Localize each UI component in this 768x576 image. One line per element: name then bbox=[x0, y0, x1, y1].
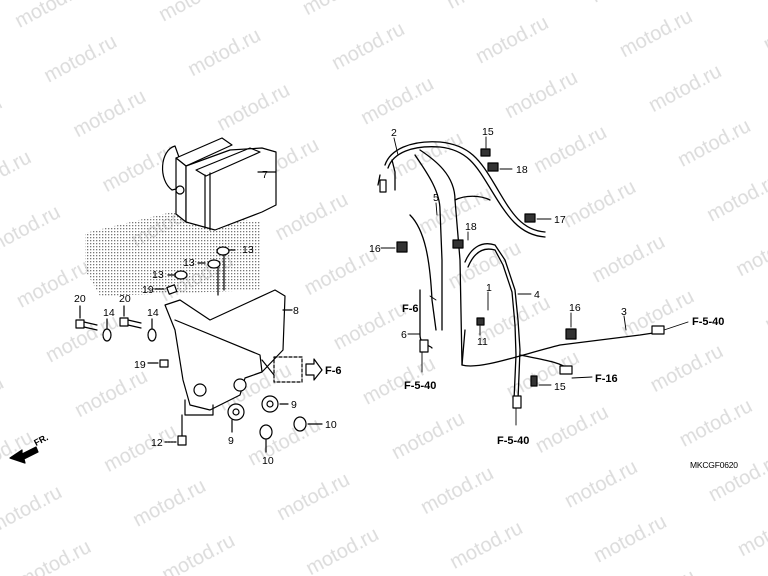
rubber-bushing-part-9[interactable] bbox=[227, 395, 289, 433]
callout-4[interactable]: 4 bbox=[534, 289, 540, 301]
callout-9[interactable]: 9 bbox=[228, 435, 234, 447]
callout-20[interactable]: 20 bbox=[119, 293, 131, 305]
callout-12[interactable]: 12 bbox=[151, 437, 163, 449]
callout-16[interactable]: 16 bbox=[569, 302, 581, 314]
callout-18[interactable]: 18 bbox=[516, 164, 528, 176]
callout-13[interactable]: 13 bbox=[242, 244, 254, 256]
collar-part-10[interactable] bbox=[259, 416, 323, 453]
callout-16[interactable]: 16 bbox=[369, 243, 381, 255]
callout-10[interactable]: 10 bbox=[262, 455, 274, 467]
diagram-code: MKCGF0620 bbox=[690, 460, 738, 470]
nut-part-19[interactable] bbox=[147, 284, 178, 368]
callout-18[interactable]: 18 bbox=[465, 221, 477, 233]
callout-9[interactable]: 9 bbox=[291, 399, 297, 411]
callout-2[interactable]: 2 bbox=[391, 127, 397, 139]
callout-14[interactable]: 14 bbox=[147, 307, 159, 319]
callout-15[interactable]: 15 bbox=[554, 381, 566, 393]
callout-7[interactable]: 7 bbox=[262, 169, 268, 181]
callout-14[interactable]: 14 bbox=[103, 307, 115, 319]
clamp-part-15[interactable] bbox=[480, 148, 538, 387]
callout-20[interactable]: 20 bbox=[74, 293, 86, 305]
bolt-part-12[interactable] bbox=[164, 414, 187, 446]
pipe-fitting bbox=[379, 179, 665, 409]
holder-part-16[interactable] bbox=[396, 241, 577, 340]
leader-lines bbox=[380, 136, 689, 426]
ref-link-f6[interactable]: F-6 bbox=[402, 303, 419, 315]
ref-link-f5-40[interactable]: F-5-40 bbox=[692, 316, 725, 328]
callout-10[interactable]: 10 bbox=[325, 419, 337, 431]
washer-part-14[interactable] bbox=[102, 318, 157, 342]
callout-8[interactable]: 8 bbox=[293, 305, 299, 317]
shadow-stipple bbox=[85, 210, 260, 296]
ref-link-f5-40[interactable]: F-5-40 bbox=[404, 380, 437, 392]
ref-link-f16[interactable]: F-16 bbox=[595, 373, 618, 385]
ref-link-f5-40[interactable]: F-5-40 bbox=[497, 435, 530, 447]
ref-link-f6[interactable]: F-6 bbox=[325, 365, 342, 377]
callout-13[interactable]: 13 bbox=[183, 257, 195, 269]
callout-19[interactable]: 19 bbox=[142, 284, 154, 296]
ref-box-f6 bbox=[261, 356, 323, 383]
callout-1[interactable]: 1 bbox=[486, 282, 492, 294]
callout-17[interactable]: 17 bbox=[554, 214, 566, 226]
callout-19[interactable]: 19 bbox=[134, 359, 146, 371]
callout-13[interactable]: 13 bbox=[152, 269, 164, 281]
bolt-part-11[interactable] bbox=[476, 317, 485, 326]
callout-11[interactable]: 11 bbox=[477, 336, 488, 348]
brake-pipe-assembly[interactable] bbox=[377, 141, 661, 401]
front-arrow-icon bbox=[9, 446, 39, 464]
clip-part-17[interactable] bbox=[524, 213, 536, 223]
callout-3[interactable]: 3 bbox=[621, 306, 627, 318]
abs-modulator-part-7[interactable] bbox=[162, 137, 277, 231]
bolt-part-20[interactable] bbox=[75, 305, 142, 331]
callout-6[interactable]: 6 bbox=[401, 329, 407, 341]
callout-15[interactable]: 15 bbox=[482, 126, 494, 138]
bracket-part-8[interactable] bbox=[164, 289, 293, 416]
grommet-part-13[interactable] bbox=[167, 246, 236, 296]
callout-5[interactable]: 5 bbox=[433, 192, 439, 204]
clip-part-18[interactable] bbox=[452, 162, 499, 249]
